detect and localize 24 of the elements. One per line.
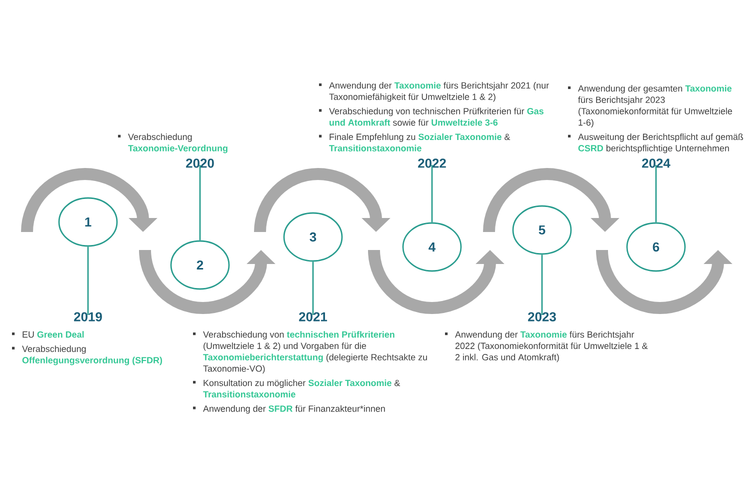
bullet-item: EU Green Deal: [12, 331, 84, 338]
connector-line: [199, 165, 201, 240]
year-label: 2024: [642, 158, 670, 168]
connector-line: [541, 254, 543, 315]
bullet-item: Konsultation zu möglicher Sozialer Taxonomie & Transitionstaxonomie: [193, 380, 400, 398]
bullet-item: Verabschiedung Offenlegungsverordnung (SFDR): [12, 345, 162, 366]
connector-line: [312, 262, 314, 315]
bullet-item: Verabschiedung von technischen Prüfkriterien für Gas und Atomkraft sowie für Umweltziele 3-6: [319, 108, 544, 126]
bullet-item: Finale Empfehlung zu Sozialer Taxonomie & Transitionstaxonomie: [319, 133, 510, 152]
bullet-item: Anwendung der Taxonomie fürs Berichtsjahr 2022 (Taxonomiekonformität für Umweltziele 1 & 2 inkl. Gas und Atomkraft): [445, 331, 648, 362]
bullet-item: Anwendung der gesamten Taxonomie fürs Berichtsjahr 2023 (Taxonomiekonformität für Umweltziele 1-6): [568, 85, 732, 128]
bullet-item: Anwendung der SFDR für Finanzakteur*innen: [193, 405, 385, 414]
connector-line: [431, 165, 433, 222]
year-label: 2021: [299, 312, 328, 322]
connector-line: [655, 165, 657, 222]
year-label: 2023: [528, 312, 556, 322]
year-label: 2022: [418, 158, 446, 168]
year-label: 2020: [186, 158, 214, 168]
connector-line: [87, 246, 89, 315]
bullet-item: Verabschiedung Taxonomie-Verordnung: [118, 133, 228, 154]
bullet-item: Anwendung der Taxonomie fürs Berichtsjahr 2021 (nur Taxonomiefähigkeit für Umweltziele 1 & 2): [319, 82, 549, 102]
bullet-item: Verabschiedung von technischen Prüfkriterien (Umweltziele 1 & 2) und Vorgaben für die Taxonomieberichterstattung (delegierte Rechtsakte zu Taxonomie-VO): [193, 331, 427, 374]
bullet-item: Ausweitung der Berichtspflicht auf gemäß CSRD berichtspflichtige Unternehmen: [568, 133, 744, 154]
year-label: 2019: [74, 312, 102, 322]
